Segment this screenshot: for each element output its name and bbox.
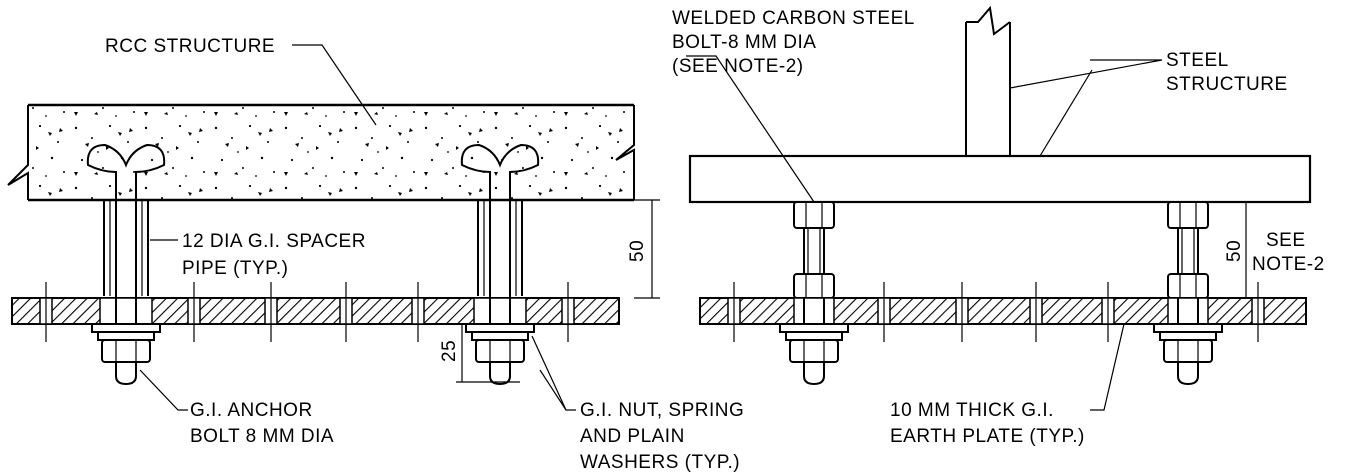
label-see-note-2: NOTE-2 [1252, 254, 1325, 275]
label-see-note-1: SEE [1266, 230, 1306, 251]
dim-50-left-label: 50 [627, 240, 648, 262]
label-spacer-pipe-2: PIPE (TYP.) [182, 258, 289, 279]
label-rcc-structure: RCC STRUCTURE [105, 36, 275, 57]
leader-anchor-bolt [139, 369, 188, 411]
anchor-head-right [460, 143, 540, 201]
leader-steel-structure [1009, 59, 1163, 157]
dimension-50-left [634, 199, 660, 299]
nut-assembly-left [91, 323, 161, 386]
leader-earth-plate [1090, 323, 1125, 411]
rcc-slab [28, 105, 634, 200]
dim-25-label: 25 [439, 340, 460, 362]
label-spacer-pipe-1: 12 DIA G.I. SPACER [182, 231, 366, 252]
nut-assembly-steel-right [1153, 323, 1223, 386]
label-welded-bolt-1: WELDED CARBON STEEL [672, 8, 915, 29]
label-earth-plate-2: EARTH PLATE (TYP.) [890, 426, 1085, 447]
label-anchor-bolt-1: G.I. ANCHOR [190, 400, 313, 421]
earth-plate-right [699, 282, 1307, 342]
label-welded-bolt-3: (SEE NOTE-2) [672, 56, 804, 77]
rcc-break-left [7, 105, 29, 200]
label-anchor-bolt-2: BOLT 8 MM DIA [190, 426, 334, 447]
label-earth-plate-1: 10 MM THICK G.I. [890, 400, 1054, 421]
dimension-50-right [1208, 201, 1258, 298]
label-nut-washers-2: AND PLAIN [580, 426, 685, 447]
welded-bolt-left [793, 201, 835, 299]
leader-rcc-structure [292, 44, 377, 126]
label-welded-bolt-2: BOLT-8 MM DIA [672, 32, 816, 53]
steel-structure-detail: 50 SEE NOTE-2 WELDED CARBON STEEL BOLT-8… [672, 5, 1325, 447]
steel-base-plate [688, 154, 1312, 204]
earth-plate-left [11, 282, 620, 342]
rcc-break-right [615, 105, 635, 200]
nut-assembly-right [465, 323, 535, 386]
label-steel-structure-2: STRUCTURE [1166, 74, 1288, 95]
steel-column [965, 5, 1011, 156]
leader-welded-bolt [686, 55, 815, 203]
nut-assembly-steel-left [779, 323, 849, 386]
dim-50-right-label: 50 [1224, 240, 1245, 262]
label-steel-structure-1: STEEL [1166, 50, 1229, 71]
dimension-25 [456, 324, 520, 383]
leader-nut-washers [531, 335, 576, 411]
label-nut-washers-3: WASHERS (TYP.) [580, 452, 740, 473]
anchor-head-left [86, 143, 166, 201]
welded-bolt-right [1167, 201, 1209, 299]
rcc-structure-detail: 50 25 RCC STRUCTURE 12 DIA G.I. SPACER P… [7, 36, 744, 473]
label-nut-washers-1: G.I. NUT, SPRING [580, 400, 744, 421]
